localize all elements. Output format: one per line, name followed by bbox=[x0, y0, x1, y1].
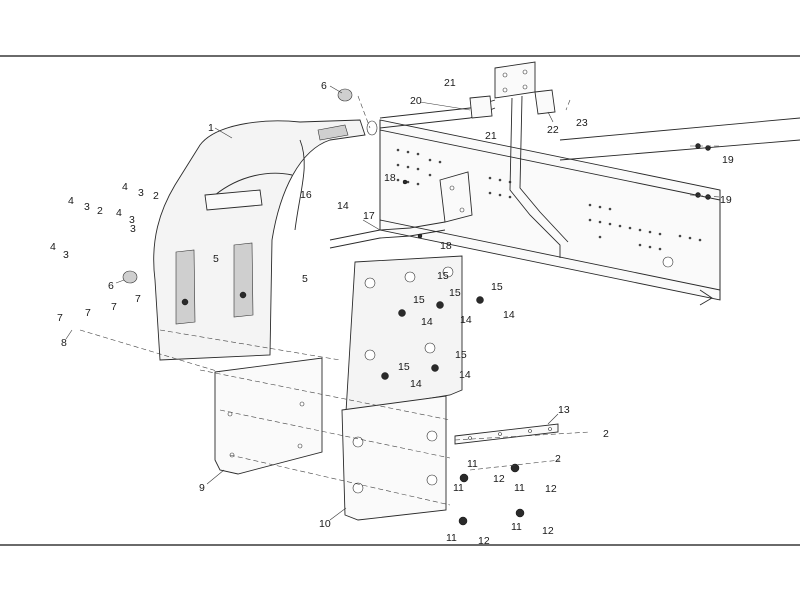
callout-9: 9 bbox=[199, 482, 205, 494]
reinforcement-strip bbox=[454, 423, 559, 445]
callout-2: 2 bbox=[97, 205, 103, 217]
callout-14: 14 bbox=[459, 369, 471, 381]
callout-14: 14 bbox=[503, 309, 515, 321]
callout-2: 2 bbox=[603, 428, 609, 440]
callout-15: 15 bbox=[413, 294, 425, 306]
callout-2: 2 bbox=[555, 453, 561, 465]
callout-6: 6 bbox=[108, 280, 114, 292]
chassis-frame-rail bbox=[379, 117, 800, 306]
fender-assembly bbox=[153, 119, 366, 361]
callout-14: 14 bbox=[460, 314, 472, 326]
support-tube-assembly bbox=[366, 61, 569, 258]
callout-3: 3 bbox=[138, 187, 144, 199]
callout-5: 5 bbox=[213, 253, 219, 265]
callout-22: 22 bbox=[547, 124, 559, 136]
callout-16: 16 bbox=[300, 189, 312, 201]
callout-14: 14 bbox=[421, 316, 433, 328]
callout-21: 21 bbox=[444, 77, 456, 89]
frame-bolts bbox=[402, 143, 711, 239]
callout-3: 3 bbox=[63, 249, 69, 261]
callout-11: 11 bbox=[453, 482, 464, 494]
callout-21: 21 bbox=[485, 130, 497, 142]
rubber-caps bbox=[122, 88, 353, 284]
callout-1: 1 bbox=[208, 122, 214, 134]
callout-8: 8 bbox=[61, 337, 67, 349]
callout-5: 5 bbox=[302, 273, 308, 285]
callout-19: 19 bbox=[722, 154, 734, 166]
callout-15: 15 bbox=[398, 361, 410, 373]
callout-2: 2 bbox=[153, 190, 159, 202]
callout-12: 12 bbox=[493, 473, 505, 485]
callout-12: 12 bbox=[478, 535, 490, 547]
callout-7: 7 bbox=[57, 312, 63, 324]
callout-10: 10 bbox=[319, 518, 331, 530]
callout-17: 17 bbox=[363, 210, 375, 222]
callout-15: 15 bbox=[455, 349, 467, 361]
callout-20: 20 bbox=[410, 95, 422, 107]
callout-3: 3 bbox=[130, 223, 136, 235]
callout-6: 6 bbox=[321, 80, 327, 92]
mud-flap-left bbox=[214, 357, 323, 475]
side-bracket-plate bbox=[329, 171, 473, 249]
callout-18: 18 bbox=[440, 240, 452, 252]
callout-18: 18 bbox=[384, 172, 396, 184]
callout-labels: 1 2 2 2 2 3 3 3 3 3 4 4 4 4 5 5 6 6 7 7 … bbox=[50, 77, 734, 547]
assembly-lines bbox=[79, 95, 721, 506]
mud-flap-right bbox=[341, 255, 463, 521]
grommets bbox=[381, 296, 525, 526]
callout-7: 7 bbox=[85, 307, 91, 319]
callout-4: 4 bbox=[68, 195, 74, 207]
callout-11: 11 bbox=[446, 532, 457, 544]
callout-14: 14 bbox=[410, 378, 422, 390]
callout-11: 11 bbox=[467, 458, 478, 470]
clamp-brackets bbox=[175, 242, 254, 325]
callout-4: 4 bbox=[122, 181, 128, 193]
rail-hole-pattern bbox=[396, 148, 702, 251]
callout-7: 7 bbox=[111, 301, 117, 313]
callout-3: 3 bbox=[129, 214, 135, 226]
leader-lines bbox=[65, 85, 559, 521]
callout-11: 11 bbox=[511, 521, 522, 533]
callout-11: 11 bbox=[514, 482, 525, 494]
callout-19: 19 bbox=[720, 194, 732, 206]
callout-3: 3 bbox=[84, 201, 90, 213]
callout-15: 15 bbox=[437, 270, 449, 282]
callout-12: 12 bbox=[542, 525, 554, 537]
callout-4: 4 bbox=[50, 241, 56, 253]
callout-23: 23 bbox=[576, 117, 588, 129]
callout-4: 4 bbox=[116, 207, 122, 219]
callout-15: 15 bbox=[491, 281, 503, 293]
callout-14: 14 bbox=[337, 200, 349, 212]
callout-13: 13 bbox=[558, 404, 570, 416]
callout-7: 7 bbox=[135, 293, 141, 305]
callout-15: 15 bbox=[449, 287, 461, 299]
callout-12: 12 bbox=[545, 483, 557, 495]
